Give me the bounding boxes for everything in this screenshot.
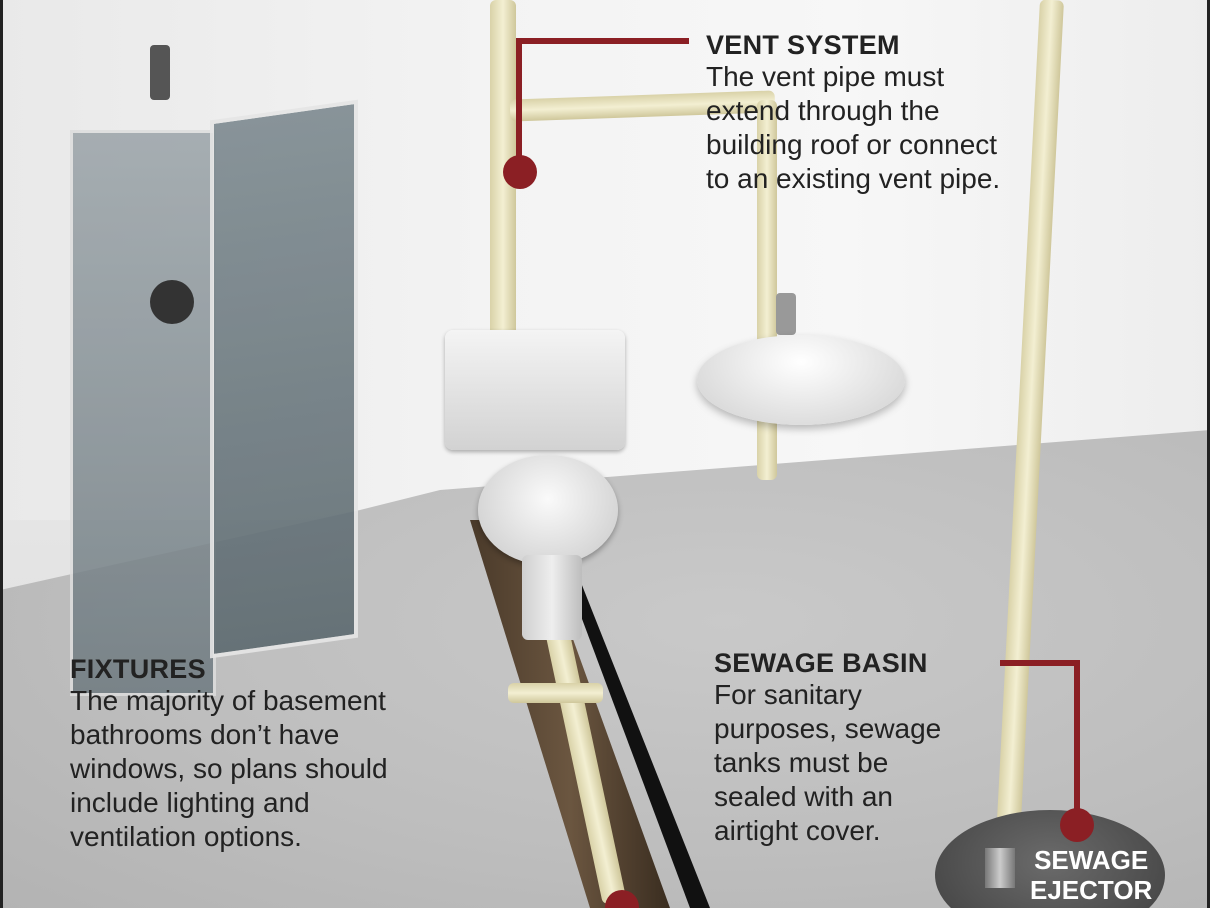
basin-pointer-dot [1060,808,1094,842]
callout-fixtures: FIXTURES The majority of basement bathro… [70,654,388,854]
frame-border-left [0,0,3,908]
vent-pointer-dot [503,155,537,189]
callout-line: ventilation options. [70,821,302,852]
shower-panel-back [70,130,216,696]
callout-line: airtight cover. [714,815,881,846]
shower-head [150,45,170,100]
callout-sewage-ejector: SEWAGE EJECTOR [1030,845,1152,905]
callout-line: The vent pipe must [706,61,945,92]
trench-pointer-dot [605,890,639,908]
callout-title: VENT SYSTEM [706,30,900,60]
callout-line: include lighting and [70,787,310,818]
callout-line: tanks must be [714,747,889,778]
callout-line: sealed with an [714,781,894,812]
sewage-ejector-tank [935,810,1165,908]
vent-leader-horizontal [516,38,689,44]
callout-line: The majority of basement [70,685,386,716]
shower-panel-front [210,99,358,659]
basin-leader-vertical [1074,660,1080,820]
vent-leader-vertical [516,38,522,168]
callout-line: purposes, sewage [714,713,942,744]
frame-border-right [1207,0,1210,908]
callout-title: SEWAGE BASIN [714,648,928,678]
callout-line: building roof or connect [706,129,998,160]
callout-sewage-basin: SEWAGE BASIN For sanitary purposes, sewa… [714,648,941,848]
toilet-tank [445,330,625,450]
sink-faucet [776,293,796,335]
callout-title: FIXTURES [70,654,206,684]
callout-line: windows, so plans should [70,753,388,784]
ejector-pipe-collar [985,848,1015,888]
callout-line: extend through the [706,95,940,126]
callout-line: bathrooms don’t have [70,719,340,750]
shower-enclosure [30,45,358,696]
callout-line: For sanitary [714,679,862,710]
ejector-label-line: EJECTOR [1030,875,1153,905]
ejector-label-line: SEWAGE [1034,845,1149,875]
drain-pipe-cross [508,683,603,703]
basin-leader-horizontal [1000,660,1080,666]
callout-line: to an existing vent pipe. [706,163,1001,194]
toilet-bowl [478,455,618,565]
shower-valve [150,280,194,324]
callout-vent-system: VENT SYSTEM The vent pipe must extend th… [706,30,1000,196]
toilet-base [522,555,582,640]
sink-basin [697,335,905,425]
